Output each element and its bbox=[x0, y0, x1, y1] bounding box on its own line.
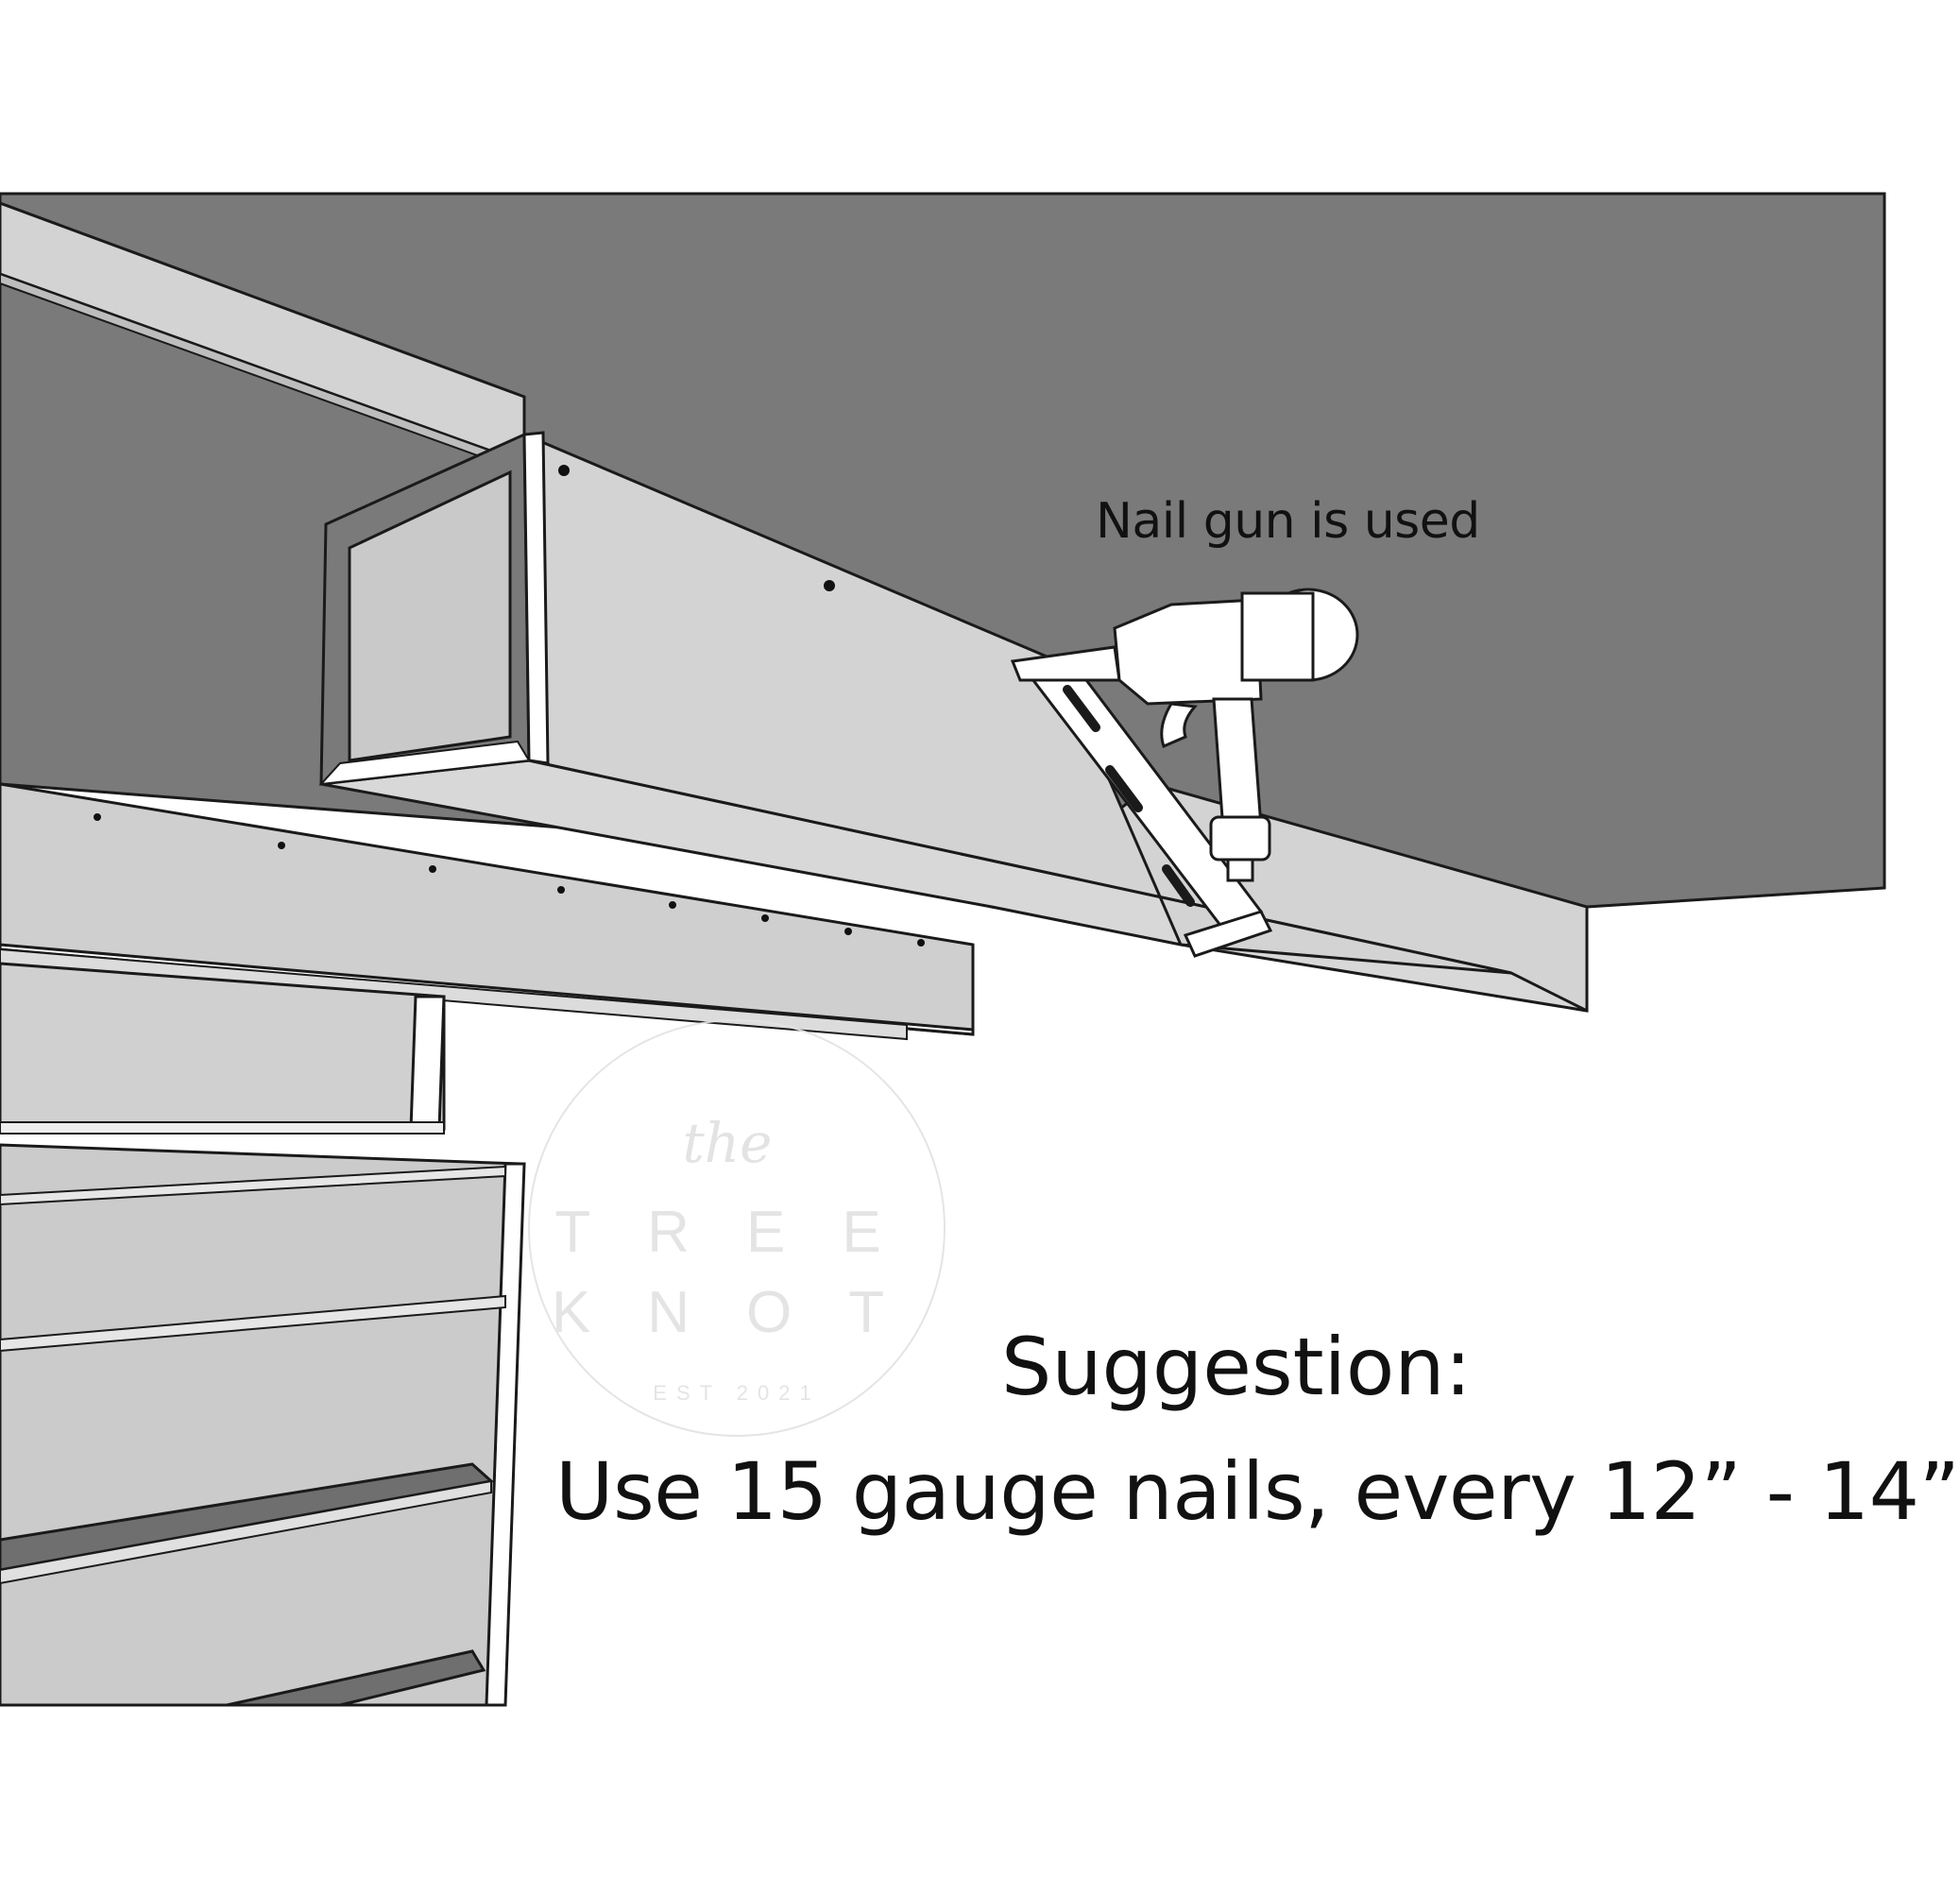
beam-front-edge bbox=[522, 431, 550, 765]
nail-hole bbox=[844, 928, 852, 935]
nail-gun-magazine-foot bbox=[1183, 910, 1273, 958]
shelf-lower bbox=[226, 1649, 486, 1707]
cabinet-divider bbox=[0, 1165, 506, 1206]
beam-open-end-lip bbox=[318, 740, 531, 786]
cabinet-divider-2 bbox=[0, 1294, 506, 1353]
lower-header-band bbox=[0, 947, 908, 1041]
watermark-line2: KNOT bbox=[552, 1280, 941, 1345]
cabinet-upper-base bbox=[0, 1121, 445, 1135]
nail-hole bbox=[278, 842, 285, 849]
cabinet-tall bbox=[0, 1143, 521, 1707]
cabinet-upper-side bbox=[409, 995, 446, 1131]
nail-gun-canister bbox=[1240, 591, 1315, 682]
callout-label: Nail gun is used bbox=[1096, 493, 1480, 550]
nail-gun-handle bbox=[1212, 697, 1263, 833]
suggestion-body: Use 15 gauge nails, every 12” - 14” bbox=[555, 1445, 1960, 1538]
nail-gun-air-fitting bbox=[1226, 858, 1254, 882]
suggestion-title: Suggestion: bbox=[1001, 1321, 1472, 1413]
nail-gun-trigger bbox=[1160, 702, 1199, 749]
nail-hole bbox=[557, 886, 565, 894]
nail-hole bbox=[824, 580, 835, 591]
nail-gun-body bbox=[1113, 598, 1263, 706]
watermark-est: EST 2021 bbox=[653, 1381, 820, 1405]
nail-hole bbox=[94, 813, 101, 821]
nail-gun-grip bbox=[1209, 815, 1271, 862]
nail-hole bbox=[429, 865, 436, 873]
watermark-line1: TREE bbox=[554, 1200, 937, 1265]
watermark-logo: the TREE KNOT EST 2021 bbox=[528, 1019, 946, 1437]
watermark-ring bbox=[528, 1019, 946, 1437]
cabinet-tall-frame bbox=[485, 1162, 526, 1707]
watermark-script: the bbox=[683, 1111, 773, 1175]
nail-hole bbox=[761, 914, 769, 922]
nail-hole bbox=[558, 465, 570, 476]
beam-install-illustration: the TREE KNOT EST 2021 bbox=[0, 192, 1886, 1707]
beam-open-end-inner bbox=[348, 469, 512, 762]
diagram-stage: the TREE KNOT EST 2021 Nail gun is used … bbox=[0, 192, 1960, 1707]
nail-hole bbox=[669, 901, 676, 909]
nail-hole bbox=[917, 939, 925, 947]
shelf-upper-lip bbox=[0, 1479, 492, 1585]
nail-gun-icon bbox=[1010, 588, 1359, 958]
